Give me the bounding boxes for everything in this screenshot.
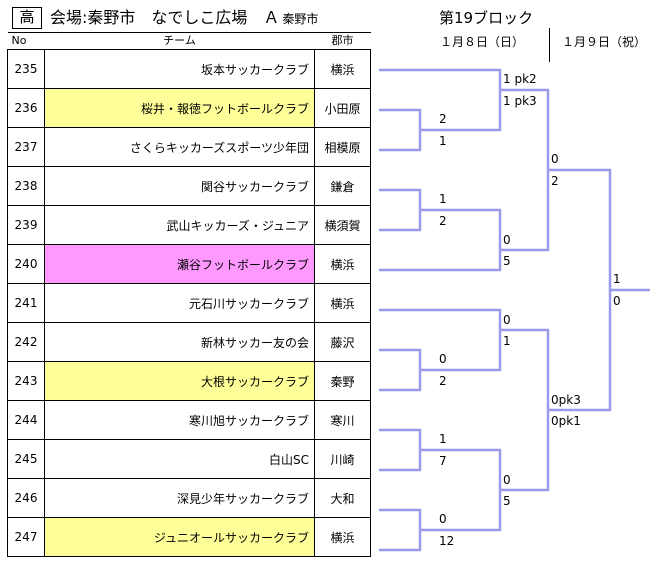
venue-label: 会場:秦野市 なでしこ広場 Ａ (50, 8, 280, 27)
team-city: 横須賀 (314, 205, 371, 245)
date-separator (549, 28, 550, 62)
team-city: 横浜 (314, 49, 371, 89)
team-name: さくらキッカーズスポーツ少年団 (44, 127, 315, 167)
team-name: 元石川サッカークラブ (44, 283, 315, 323)
score-r2-w4: 0 (503, 473, 511, 487)
score-r2-240: 5 (503, 254, 511, 268)
team-number: 237 (7, 127, 45, 167)
score-r1-237: 1 (439, 134, 447, 148)
team-city: 秦野 (314, 361, 371, 401)
score-r1-236: 2 (439, 112, 447, 126)
bracket-r3-bottom (500, 328, 550, 492)
score-r2-235: 1 pk2 (503, 72, 537, 86)
bracket-r1-244-245 (379, 428, 430, 472)
team-city: 寒川 (314, 400, 371, 440)
score-r1-239: 2 (439, 214, 447, 228)
team-city: 小田原 (314, 88, 371, 128)
team-number: 242 (7, 322, 45, 362)
score-r3-top-a: 0 (551, 152, 559, 166)
bracket-r2-upper (379, 208, 502, 272)
score-r2-w1: 1 pk3 (503, 94, 537, 108)
score-r1-243: 2 (439, 374, 447, 388)
score-final-a: 1 (613, 272, 621, 286)
bracket-r1-236-237 (379, 108, 430, 152)
bracket-r1-238-239 (379, 188, 430, 232)
category-badge: 高 (12, 7, 42, 29)
team-name: 深見少年サッカークラブ (44, 478, 315, 518)
team-name: 白山SC (44, 439, 315, 479)
bracket-r2-lower (379, 308, 502, 372)
score-r3-top-b: 2 (551, 174, 559, 188)
venue-city: 秦野市 (282, 12, 319, 26)
team-number: 240 (7, 244, 45, 284)
score-r1-244: 1 (439, 432, 447, 446)
team-number: 239 (7, 205, 45, 245)
block-title: 第19ブロック (439, 9, 534, 27)
bracket-r2-bottom (430, 448, 502, 532)
bracket-final (548, 168, 650, 412)
team-name: 瀬谷フットボールクラブ (44, 244, 315, 284)
team-city: 横浜 (314, 283, 371, 323)
table-header-row: No チーム 郡市 (7, 32, 371, 50)
team-name: 桜井・報徳フットボールクラブ (44, 88, 315, 128)
team-number: 247 (7, 517, 45, 557)
score-r1-245: 7 (439, 454, 447, 468)
bracket-r3-top (500, 88, 550, 252)
score-r1-238: 1 (439, 192, 447, 206)
team-name: ジュニオールサッカークラブ (44, 517, 315, 557)
score-r1-247: 12 (439, 534, 455, 548)
bracket-r2-top (379, 68, 502, 132)
team-name: 大根サッカークラブ (44, 361, 315, 401)
score-r3-bottom-a: 0pk3 (551, 393, 581, 407)
round-date-2: １月９日（祝） (562, 35, 647, 49)
score-r2-w2: 0 (503, 233, 511, 247)
team-city: 川崎 (314, 439, 371, 479)
round-date-1: １月８日（日） (440, 35, 525, 49)
team-city: 相模原 (314, 127, 371, 167)
team-name: 寒川旭サッカークラブ (44, 400, 315, 440)
score-r2-w5: 5 (503, 494, 511, 508)
bracket-r1-242-243 (379, 348, 430, 392)
score-r1-242: 0 (439, 352, 447, 366)
score-r2-w3: 1 (503, 334, 511, 348)
bracket-r1-246-247 (379, 508, 430, 552)
score-r1-246: 0 (439, 512, 447, 526)
score-final-b: 0 (613, 294, 621, 308)
team-city: 横浜 (314, 517, 371, 557)
team-number: 236 (7, 88, 45, 128)
team-name: 武山キッカーズ・ジュニア (44, 205, 315, 245)
team-number: 246 (7, 478, 45, 518)
score-r2-241: 0 (503, 313, 511, 327)
score-r3-bottom-b: 0pk1 (551, 414, 581, 428)
team-number: 238 (7, 166, 45, 206)
